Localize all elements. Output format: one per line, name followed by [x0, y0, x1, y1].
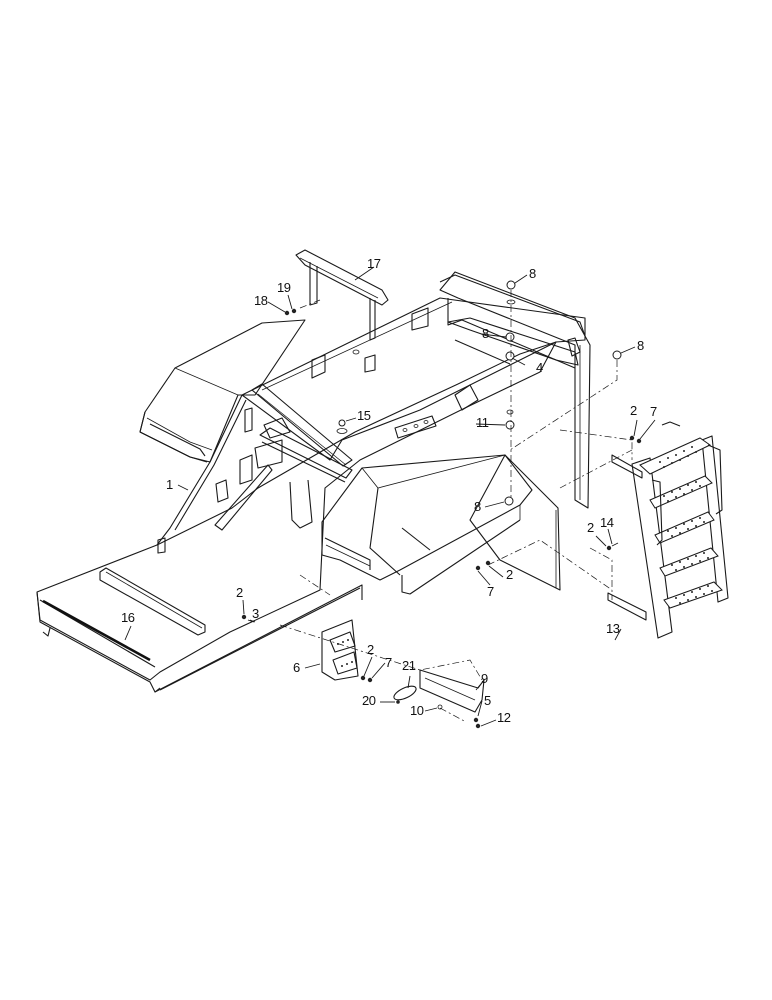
callout-7: 7 [487, 584, 494, 599]
callout-8: 8 [474, 499, 481, 514]
callout-16: 16 [121, 610, 135, 625]
main-frame [36, 271, 591, 693]
callout-12: 12 [497, 710, 511, 725]
fasteners [241, 280, 642, 729]
callout-2: 2 [587, 520, 594, 535]
callout-10: 10 [410, 703, 424, 718]
callout-19: 19 [277, 280, 291, 295]
callout-15: 15 [357, 408, 371, 423]
callout-14: 14 [600, 515, 614, 530]
callout-8: 8 [529, 266, 536, 281]
callout-6: 6 [293, 660, 300, 675]
bracket [419, 669, 485, 713]
callout-11: 11 [476, 415, 489, 430]
callout-1: 1 [166, 477, 173, 492]
callout-20: 20 [362, 693, 376, 708]
callout-2: 2 [367, 642, 374, 657]
callout-8: 8 [482, 326, 489, 341]
callout-8: 8 [637, 338, 644, 353]
callout-17: 17 [367, 256, 381, 271]
callout-21: 21 [402, 658, 416, 673]
callout-9: 9 [481, 671, 488, 686]
callout-2: 2 [506, 567, 513, 582]
callout-2: 2 [630, 403, 637, 418]
assembly-lines [279, 290, 633, 723]
callout-3: 3 [252, 606, 259, 621]
handle-frame [295, 249, 389, 341]
callout-7: 7 [650, 404, 657, 419]
step-ladder [607, 421, 729, 639]
cover [393, 685, 417, 701]
callout-7: 7 [385, 655, 392, 670]
callout-13: 13 [606, 621, 620, 636]
callout-2: 2 [236, 585, 243, 600]
callout-18: 18 [254, 293, 268, 308]
callout-4: 4 [536, 360, 543, 375]
lower-step [321, 619, 359, 681]
leader-lines [124, 266, 656, 727]
callout-5: 5 [484, 693, 491, 708]
